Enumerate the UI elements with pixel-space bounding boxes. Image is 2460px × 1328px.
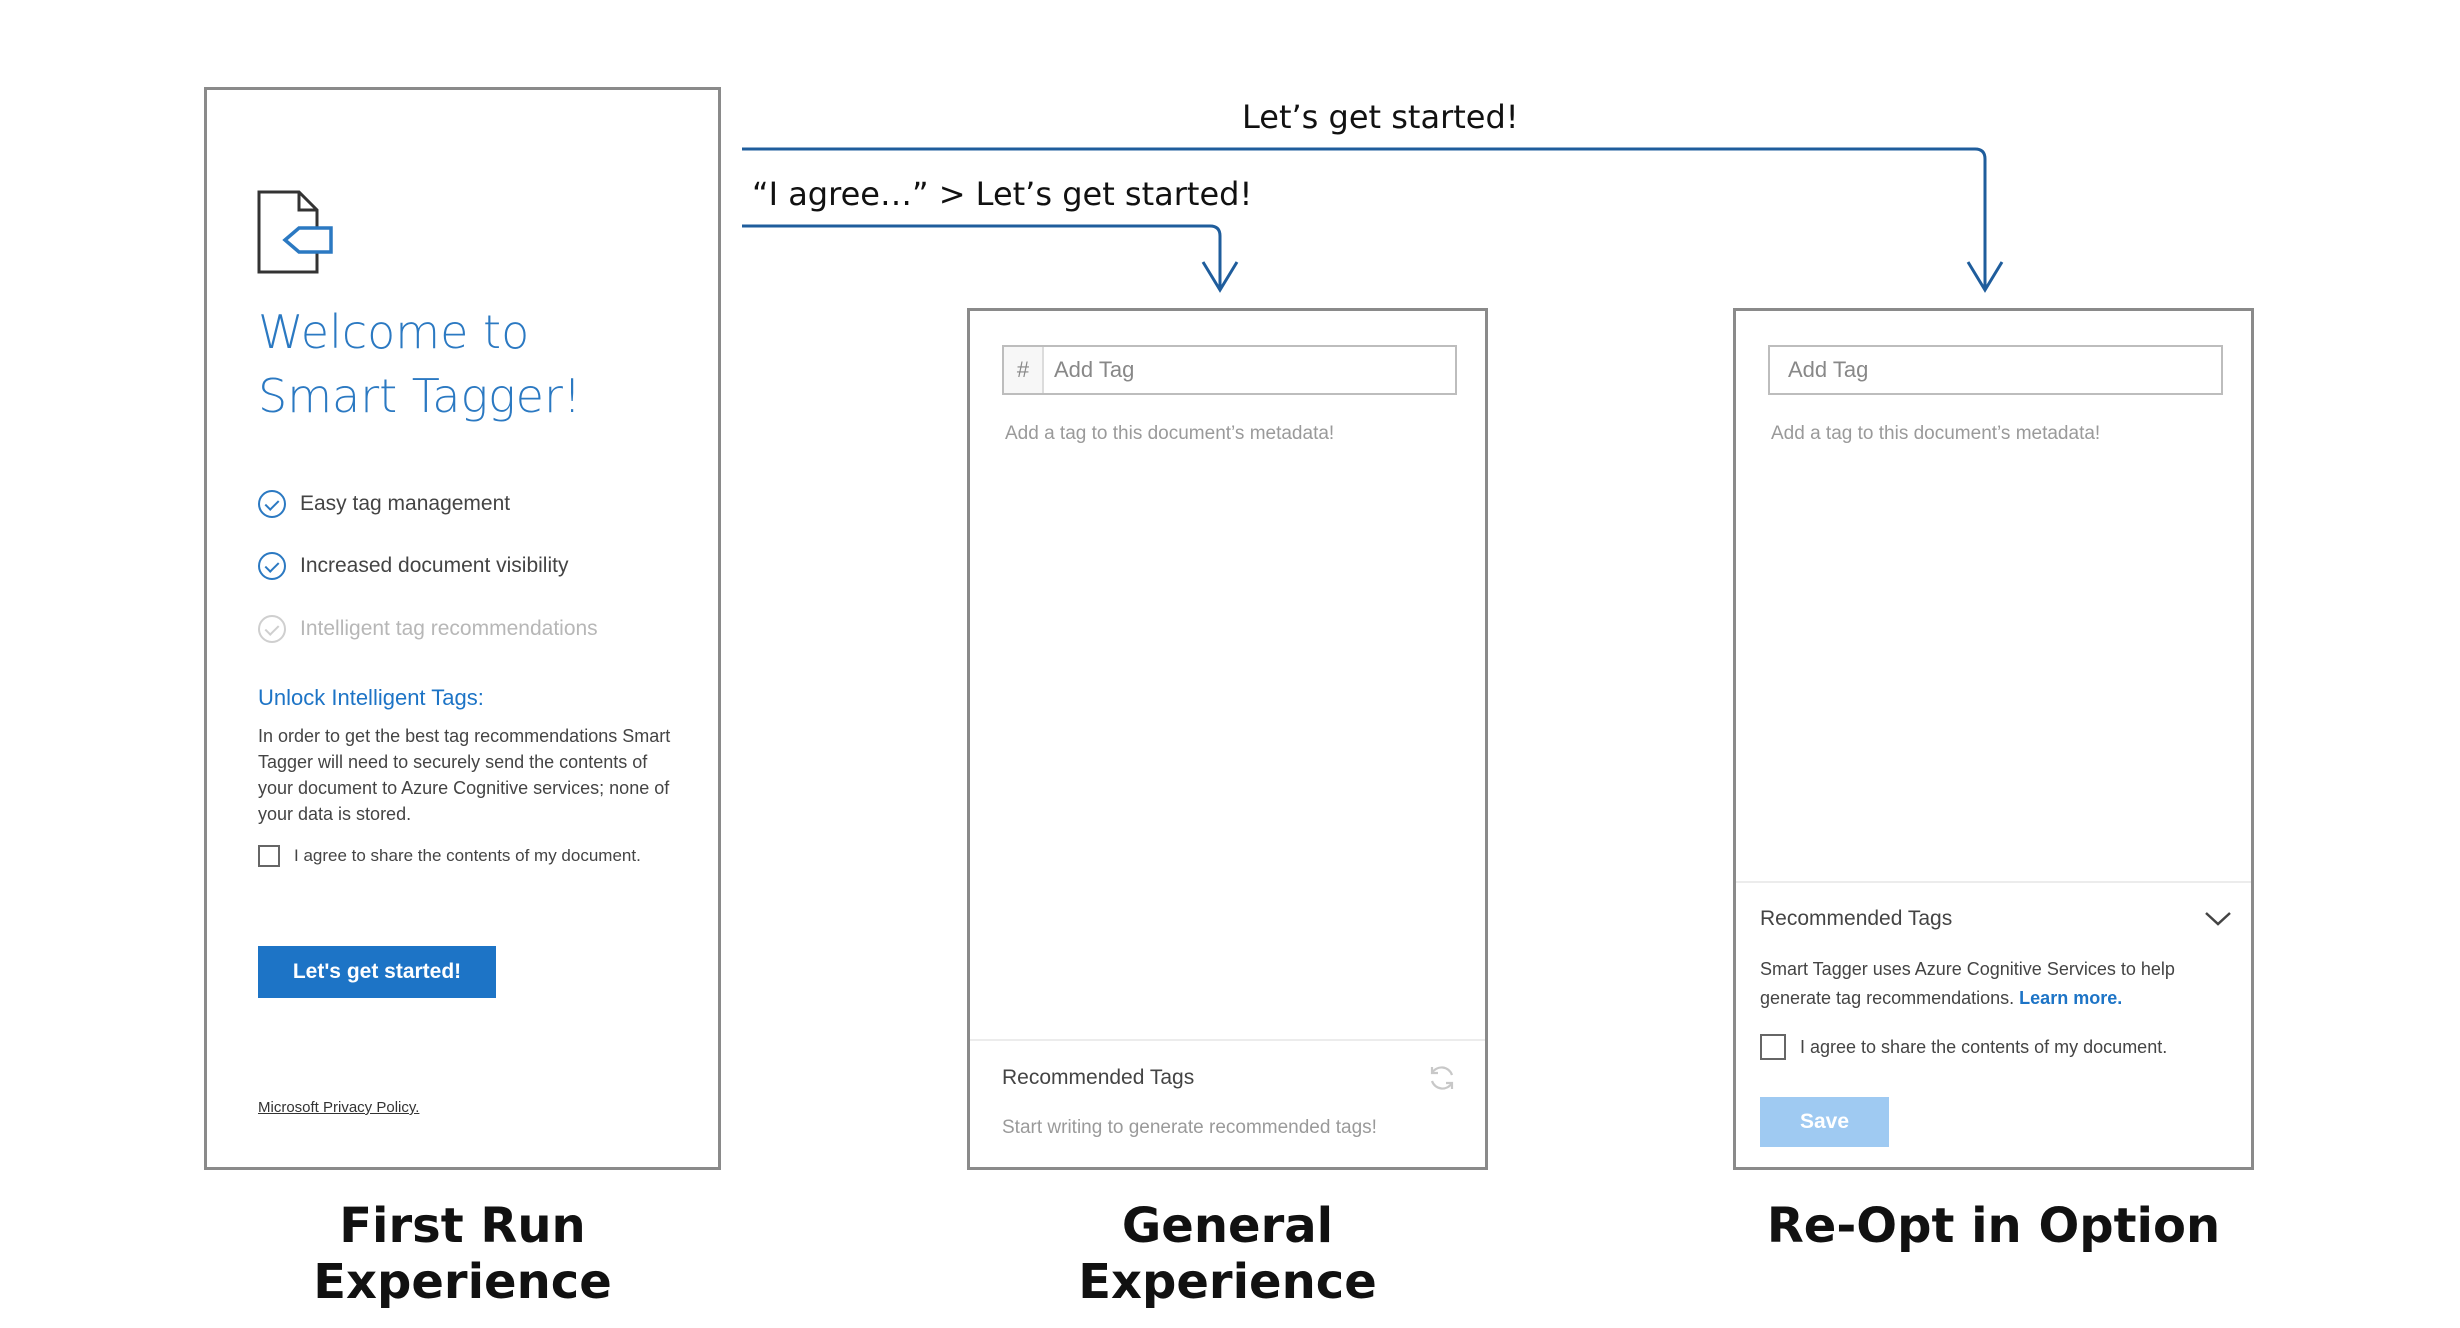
add-tag-placeholder: Add Tag — [1788, 357, 1869, 382]
add-tag-hint: Add a tag to this document’s metadata! — [1005, 423, 1335, 444]
recommended-tags-description: Smart Tagger uses Azure Cognitive Servic… — [1760, 959, 2175, 1008]
flow-label-reopt: Let’s get started! — [1242, 98, 1519, 136]
check-circle-icon — [258, 615, 286, 643]
agree-checkbox[interactable] — [1760, 1034, 1786, 1060]
recommended-divider — [1736, 881, 2251, 883]
feature-item-disabled: Intelligent tag recommendations — [258, 615, 598, 643]
feature-label: Easy tag management — [300, 492, 511, 515]
add-tag-input[interactable]: # Add Tag — [1002, 345, 1457, 395]
agree-checkbox[interactable] — [258, 845, 280, 867]
unlock-heading: Unlock Intelligent Tags: — [258, 685, 484, 710]
add-tag-placeholder: Add Tag — [1054, 357, 1135, 382]
add-tag-input[interactable]: Add Tag — [1768, 345, 2223, 395]
agree-row[interactable]: I agree to share the contents of my docu… — [258, 845, 641, 867]
agree-row[interactable]: I agree to share the contents of my docu… — [1760, 1034, 2167, 1060]
reopt-panel: Add Tag Add a tag to this document’s met… — [1733, 308, 2254, 1170]
general-panel: # Add Tag Add a tag to this document’s m… — [967, 308, 1488, 1170]
caption-first-run: First Run Experience — [313, 1198, 612, 1310]
flow-arrowhead-reopt — [1966, 261, 2004, 293]
chevron-down-icon[interactable] — [2203, 909, 2233, 929]
flow-label-general: “I agree…” > Let’s get started! — [752, 175, 1253, 213]
feature-item: Increased document visibility — [258, 552, 568, 580]
flow-arrow-reopt — [742, 147, 1987, 290]
agree-label: I agree to share the contents of my docu… — [1800, 1036, 2168, 1057]
lets-get-started-button[interactable]: Let's get started! — [258, 946, 496, 998]
flow-arrowhead-general — [1201, 261, 1239, 293]
caption-general: General Experience — [1078, 1198, 1377, 1310]
flow-arrow-general — [742, 224, 1222, 290]
check-circle-icon — [258, 490, 286, 518]
welcome-line-2: Smart Tagger! — [258, 369, 582, 423]
save-button[interactable]: Save — [1760, 1097, 1889, 1147]
feature-label: Increased document visibility — [300, 554, 569, 577]
learn-more-link[interactable]: Learn more. — [2019, 988, 2123, 1008]
refresh-icon[interactable] — [1427, 1063, 1457, 1093]
recommended-tags-body: Smart Tagger uses Azure Cognitive Servic… — [1760, 955, 2220, 1013]
recommended-tags-hint: Start writing to generate recommended ta… — [1002, 1117, 1377, 1138]
recommended-tags-title: Recommended Tags — [1760, 907, 1953, 930]
recommended-divider — [970, 1039, 1485, 1041]
hash-icon: # — [1004, 347, 1044, 393]
check-circle-icon — [258, 552, 286, 580]
welcome-title: Welcome to Smart Tagger! — [258, 300, 581, 428]
privacy-policy-link[interactable]: Microsoft Privacy Policy. — [258, 1099, 420, 1116]
first-run-panel: Welcome to Smart Tagger! Easy tag manage… — [204, 87, 721, 1170]
welcome-line-1: Welcome to — [258, 305, 530, 359]
agree-label: I agree to share the contents of my docu… — [294, 846, 641, 865]
caption-reopt: Re-Opt in Option — [1766, 1198, 2221, 1254]
unlock-body: In order to get the best tag recommendat… — [258, 726, 671, 824]
recommended-tags-title: Recommended Tags — [1002, 1066, 1195, 1089]
document-tag-icon — [257, 190, 333, 274]
feature-label: Intelligent tag recommendations — [300, 617, 598, 640]
add-tag-hint: Add a tag to this document’s metadata! — [1771, 423, 2101, 444]
feature-item: Easy tag management — [258, 490, 510, 518]
